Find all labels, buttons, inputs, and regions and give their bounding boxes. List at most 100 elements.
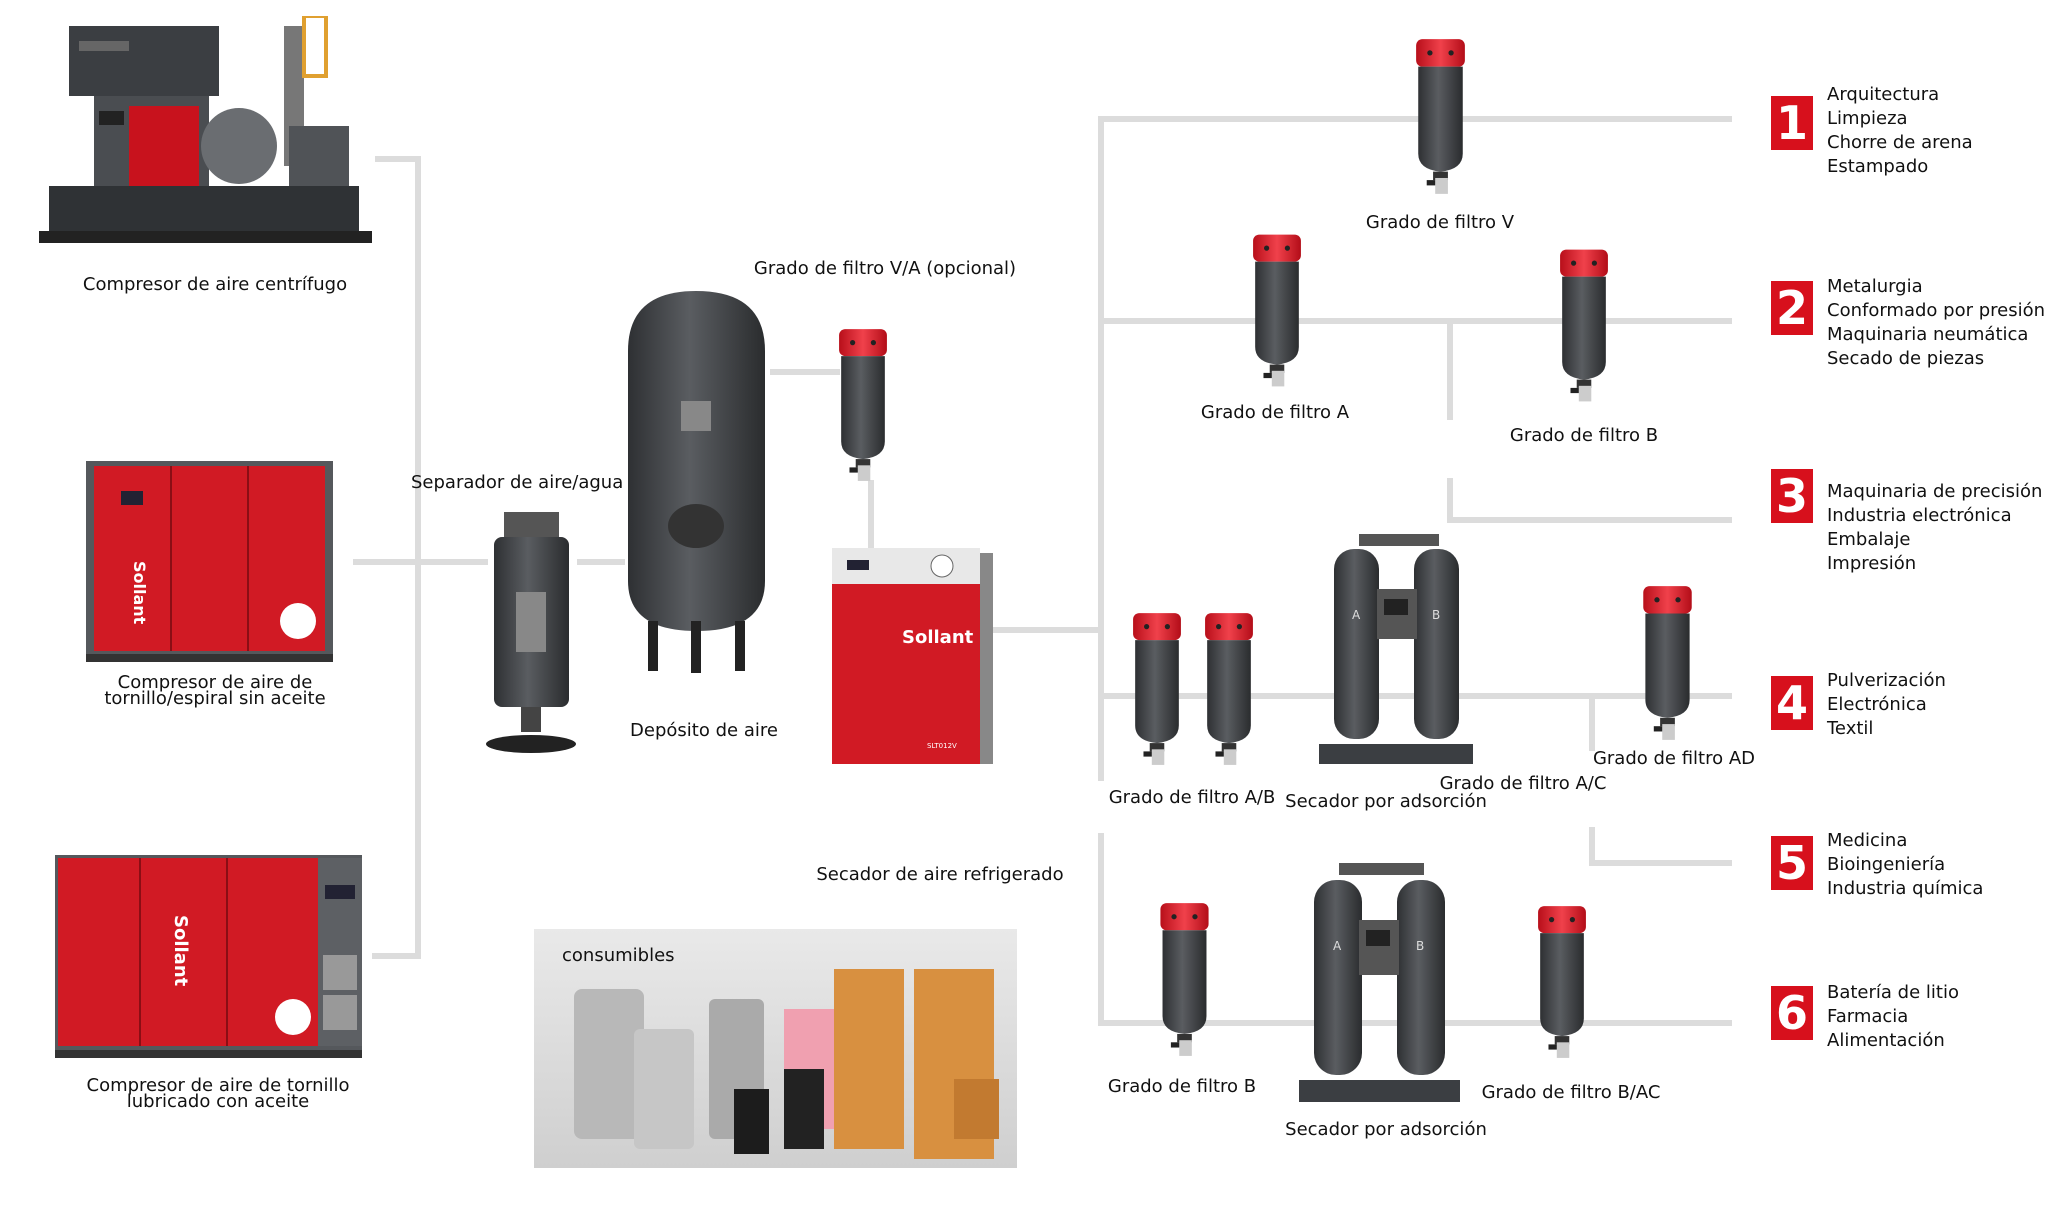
tank-filter-connector bbox=[770, 369, 840, 375]
consumables-photo: consumibles bbox=[534, 929, 1017, 1168]
sollant-logo: Sollant bbox=[902, 627, 974, 648]
filter-b-image bbox=[1558, 246, 1610, 405]
centrifugal-connector bbox=[375, 156, 421, 162]
oil-free-compressor-label: Compresor de aire de tornillo/espiral si… bbox=[104, 672, 326, 709]
application-item: Arquitectura bbox=[1827, 84, 1940, 105]
filter-a-label: Grado de filtro A bbox=[1200, 402, 1350, 423]
lubricated-label-line1: Compresor de aire de tornillo bbox=[86, 1075, 350, 1096]
consumables-illustration bbox=[574, 969, 999, 1159]
application-item: Industria electrónica bbox=[1827, 505, 2012, 526]
adsorption-dryer-image-1: A B bbox=[1319, 534, 1473, 764]
refrigerated-dryer-image: Sollant SLT012V bbox=[832, 548, 993, 764]
consumables-label: consumibles bbox=[562, 945, 675, 966]
filter-dryer-connector bbox=[868, 480, 874, 550]
application-number-5: 5 bbox=[1771, 836, 1813, 890]
application-item: Batería de litio bbox=[1827, 982, 1959, 1003]
application-item: Secado de piezas bbox=[1827, 348, 1985, 369]
application-list-2: Metalurgia Conformado por presión Maquin… bbox=[1827, 275, 2045, 371]
filter-ad-image bbox=[1641, 584, 1694, 742]
svg-text:A: A bbox=[1333, 939, 1342, 953]
lubricated-compressor-label: Compresor de aire de tornillo lubricado … bbox=[86, 1075, 350, 1112]
centrifugal-compressor-image bbox=[39, 16, 372, 243]
branch-line-5 bbox=[1589, 860, 1732, 866]
application-item: Conformado por presión bbox=[1827, 300, 2046, 321]
branch-line-1 bbox=[1098, 116, 1732, 122]
refrigerated-dryer-label: Secador de aire refrigerado bbox=[816, 864, 1064, 885]
lubricated-compressor-image: Sollant bbox=[55, 855, 362, 1058]
filter-ac-label: Grado de filtro A/C bbox=[1439, 773, 1607, 794]
application-item: Textil bbox=[1827, 718, 1874, 739]
lubricated-label-line2: lubricado con aceite bbox=[126, 1091, 310, 1112]
filter-va-label: Grado de filtro V/A (opcional) bbox=[753, 258, 1017, 279]
dryer-model-text: SLT012V bbox=[927, 742, 957, 750]
application-number-3: 3 bbox=[1771, 469, 1813, 523]
application-number-4: 4 bbox=[1771, 676, 1813, 730]
air-water-separator-image bbox=[486, 512, 576, 753]
filter-ab-image-2 bbox=[1203, 610, 1255, 768]
application-item: Metalurgia bbox=[1827, 276, 1923, 297]
oilfree-connector bbox=[353, 559, 488, 565]
oil-free-label-line1: Compresor de aire de bbox=[117, 672, 313, 693]
branch-line-2 bbox=[1098, 318, 1732, 324]
lubricated-connector bbox=[372, 953, 421, 959]
filter-ab-image-1 bbox=[1131, 610, 1183, 768]
application-item: Embalaje bbox=[1827, 529, 1911, 550]
filter-bac-image bbox=[1536, 904, 1588, 1060]
centrifugal-compressor-label: Compresor de aire centrífugo bbox=[82, 274, 348, 295]
branch-5-vertical-a bbox=[1589, 693, 1595, 751]
application-number-6: 6 bbox=[1771, 986, 1813, 1040]
adsorption-dryer-2-label: Secador por adsorción bbox=[1285, 1119, 1487, 1140]
application-item: Bioingeniería bbox=[1827, 854, 1946, 875]
filter-b2-image bbox=[1158, 901, 1211, 1058]
application-item: Electrónica bbox=[1827, 694, 1927, 715]
filter-b-label: Grado de filtro B bbox=[1509, 425, 1659, 446]
filter-v-image bbox=[1414, 37, 1467, 196]
application-item: Chorre de arena bbox=[1827, 132, 1973, 153]
application-list-3: Maquinaria de precisión Industria electr… bbox=[1827, 480, 2042, 576]
filter-ab-label: Grado de filtro A/B bbox=[1108, 787, 1276, 808]
sollant-logo: Sollant bbox=[130, 561, 149, 625]
filter-va-image bbox=[837, 327, 889, 483]
application-number-2: 2 bbox=[1771, 281, 1813, 335]
application-item: Maquinaria de precisión bbox=[1827, 481, 2043, 502]
filter-bac-label: Grado de filtro B/AC bbox=[1481, 1082, 1661, 1103]
application-list-4: Pulverización Electrónica Textil bbox=[1827, 669, 1946, 741]
svg-text:A: A bbox=[1352, 608, 1361, 622]
adsorption-dryer-image-2: A B bbox=[1299, 863, 1460, 1102]
filter-b2-label: Grado de filtro B bbox=[1107, 1076, 1257, 1097]
svg-text:Sollant: Sollant bbox=[170, 915, 191, 987]
right-trunk-line-upper bbox=[1098, 116, 1104, 781]
dryer-trunk-connector bbox=[993, 627, 1104, 633]
application-item: Industria química bbox=[1827, 878, 1984, 899]
separator-label: Separador de aire/agua bbox=[411, 472, 624, 493]
filter-v-label: Grado de filtro V bbox=[1365, 212, 1515, 233]
application-item: Alimentación bbox=[1827, 1030, 1945, 1051]
application-item: Estampado bbox=[1827, 156, 1929, 177]
branch-3-vertical-b bbox=[1447, 478, 1453, 523]
branch-5-vertical-b bbox=[1589, 827, 1595, 866]
tank-separator-connector bbox=[577, 559, 625, 565]
application-item: Impresión bbox=[1827, 553, 1917, 574]
branch-line-3 bbox=[1447, 517, 1732, 523]
svg-text:B: B bbox=[1416, 939, 1424, 953]
air-tank-label: Depósito de aire bbox=[630, 720, 778, 741]
application-item: Maquinaria neumática bbox=[1827, 324, 2029, 345]
application-list-6: Batería de litio Farmacia Alimentación bbox=[1827, 981, 1959, 1053]
application-item: Medicina bbox=[1827, 830, 1908, 851]
svg-text:B: B bbox=[1432, 608, 1440, 622]
filter-ad-label: Grado de filtro AD bbox=[1592, 748, 1756, 769]
application-list-1: Arquitectura Limpieza Chorre de arena Es… bbox=[1827, 83, 1973, 179]
application-item: Farmacia bbox=[1827, 1006, 1909, 1027]
right-trunk-line-lower bbox=[1098, 833, 1104, 1026]
application-list-5: Medicina Bioingeniería Industria química bbox=[1827, 829, 1983, 901]
oil-free-compressor-image: Sollant bbox=[86, 461, 333, 662]
branch-3-vertical-a bbox=[1447, 318, 1453, 420]
filter-a-image bbox=[1251, 232, 1303, 389]
application-item: Pulverización bbox=[1827, 670, 1946, 691]
air-tank-image bbox=[628, 291, 765, 673]
application-number-1: 1 bbox=[1771, 96, 1813, 150]
application-item: Limpieza bbox=[1827, 108, 1908, 129]
adsorption-dryer-1-label: Secador por adsorción bbox=[1285, 791, 1487, 812]
oil-free-label-line2: tornillo/espiral sin aceite bbox=[104, 688, 326, 709]
